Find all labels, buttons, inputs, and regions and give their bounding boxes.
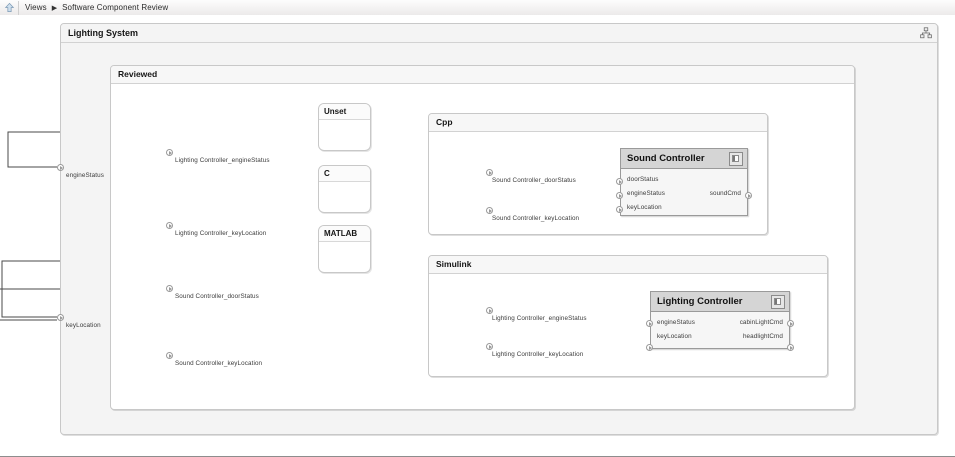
stereotype-box-matlab-title: MATLAB — [319, 226, 370, 242]
reviewed-port-lighting-controller-keylocation[interactable] — [166, 222, 173, 229]
simulink-port-label-0: Lighting Controller_engineStatus — [492, 315, 587, 322]
port-in-keylocation[interactable] — [616, 206, 623, 213]
group-reviewed-title: Reviewed — [118, 69, 158, 79]
port-label-enginestatus: engineStatus — [627, 190, 665, 197]
hierarchy-icon[interactable] — [920, 27, 932, 39]
simulink-port-lighting-controller-keylocation[interactable] — [486, 343, 493, 350]
boundary-port-label-enginestatus: engineStatus — [66, 172, 104, 179]
reviewed-port-label-0: Lighting Controller_engineStatus — [175, 157, 270, 164]
reviewed-port-sound-controller-doorstatus[interactable] — [166, 285, 173, 292]
port-label-soundcmd: soundCmd — [709, 190, 741, 197]
port-label-keylocation: keyLocation — [627, 204, 662, 211]
simulink-port-lighting-controller-enginestatus[interactable] — [486, 307, 493, 314]
reviewed-port-label-3: Sound Controller_keyLocation — [175, 360, 263, 367]
group-simulink-title: Simulink — [436, 259, 472, 269]
port-out-headlightcmd[interactable] — [787, 344, 794, 351]
port-label-headlightcmd: headlightCmd — [742, 333, 783, 340]
reviewed-port-label-2: Sound Controller_doorStatus — [175, 293, 259, 300]
reviewed-port-sound-controller-keylocation[interactable] — [166, 352, 173, 359]
port-in-doorstatus[interactable] — [616, 178, 623, 185]
breadcrumb-item-current[interactable]: Software Component Review — [62, 3, 169, 12]
port-out-cabinlightcmd[interactable] — [787, 320, 794, 327]
boundary-port-label-keylocation: keyLocation — [66, 322, 101, 329]
port-label-keylocation: keyLocation — [657, 333, 692, 340]
model-icon[interactable] — [729, 152, 743, 166]
component-lighting-controller[interactable]: Lighting Controller engineStatus keyLoca… — [650, 291, 790, 349]
reviewed-port-label-1: Lighting Controller_keyLocation — [175, 230, 267, 237]
component-sound-controller-title: Sound Controller — [627, 153, 705, 164]
breadcrumb: Views ▶ Software Component Review — [19, 3, 168, 12]
cpp-port-sound-controller-keylocation[interactable] — [486, 207, 493, 214]
group-cpp-title: Cpp — [436, 117, 453, 127]
group-reviewed-header: Reviewed — [111, 66, 854, 84]
port-out-soundcmd[interactable] — [745, 192, 752, 199]
group-cpp-header: Cpp — [429, 114, 767, 132]
navigate-up-icon[interactable] — [0, 0, 19, 15]
component-sound-controller-body: doorStatus engineStatus keyLocation soun… — [621, 169, 747, 216]
breadcrumb-bar: Views ▶ Software Component Review — [0, 0, 955, 16]
port-label-enginestatus: engineStatus — [657, 319, 695, 326]
boundary-port-keylocation[interactable] — [57, 314, 64, 321]
cpp-port-label-0: Sound Controller_doorStatus — [492, 177, 576, 184]
group-simulink-header: Simulink — [429, 256, 827, 274]
cpp-port-label-1: Sound Controller_keyLocation — [492, 215, 580, 222]
component-sound-controller[interactable]: Sound Controller doorStatus engineStatus… — [620, 148, 748, 216]
component-lighting-controller-header: Lighting Controller — [651, 292, 789, 312]
stereotype-box-c[interactable]: C — [318, 165, 371, 213]
reviewed-port-lighting-controller-enginestatus[interactable] — [166, 149, 173, 156]
group-lighting-system-title: Lighting System — [68, 28, 139, 38]
port-in-keylocation[interactable] — [646, 344, 653, 351]
model-icon[interactable] — [771, 295, 785, 309]
component-lighting-controller-body: engineStatus keyLocation cabinLightCmd h… — [651, 312, 789, 349]
group-lighting-system-header: Lighting System — [61, 24, 937, 43]
stereotype-box-unset[interactable]: Unset — [318, 103, 371, 151]
stereotype-box-c-title: C — [319, 166, 370, 182]
stereotype-box-unset-title: Unset — [319, 104, 370, 120]
component-lighting-controller-title: Lighting Controller — [657, 296, 743, 307]
simulink-port-label-1: Lighting Controller_keyLocation — [492, 351, 584, 358]
boundary-port-enginestatus[interactable] — [57, 164, 64, 171]
chevron-right-icon: ▶ — [51, 4, 58, 12]
port-in-enginestatus[interactable] — [646, 320, 653, 327]
port-label-doorstatus: doorStatus — [627, 176, 659, 183]
port-label-cabinlightcmd: cabinLightCmd — [739, 319, 783, 326]
stereotype-box-matlab[interactable]: MATLAB — [318, 225, 371, 273]
diagram-canvas[interactable]: Lighting System Reviewed Cpp Simulink — [0, 15, 955, 457]
port-in-enginestatus[interactable] — [616, 192, 623, 199]
breadcrumb-item-views[interactable]: Views — [25, 3, 47, 12]
component-sound-controller-header: Sound Controller — [621, 149, 747, 169]
cpp-port-sound-controller-doorstatus[interactable] — [486, 169, 493, 176]
